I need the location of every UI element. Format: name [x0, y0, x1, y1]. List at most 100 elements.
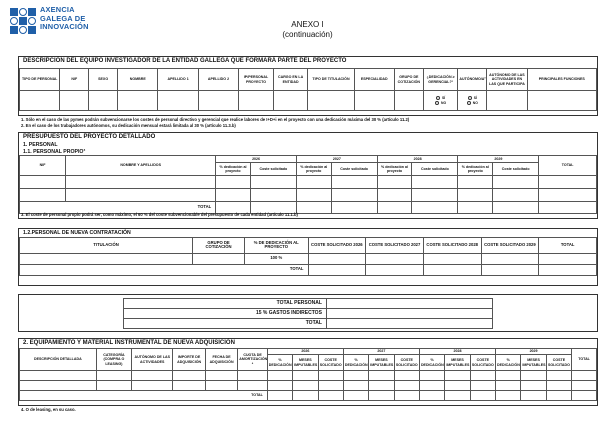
cell-input[interactable] [495, 390, 522, 401]
cell-input[interactable] [538, 263, 597, 276]
cell-input[interactable] [204, 380, 239, 391]
cell-input[interactable] [342, 370, 370, 381]
cell-input[interactable] [266, 380, 294, 391]
cell-input[interactable] [88, 90, 119, 111]
cell-input[interactable] [469, 380, 497, 391]
cell-input[interactable] [418, 370, 446, 381]
cell-input[interactable] [411, 175, 459, 189]
cell-input[interactable] [365, 252, 424, 265]
cell-input[interactable] [469, 390, 497, 401]
cell-input[interactable] [368, 380, 395, 391]
cell-input[interactable] [237, 370, 268, 381]
cell-input[interactable] [18, 90, 61, 111]
cell-input[interactable] [486, 90, 528, 111]
cell-input[interactable] [393, 370, 420, 381]
cell-input[interactable] [492, 188, 540, 202]
cell-input[interactable] [237, 380, 268, 391]
cell-input[interactable] [393, 90, 424, 111]
cell-input[interactable] [444, 390, 471, 401]
cell-input[interactable] [368, 390, 395, 401]
cell-input[interactable] [197, 90, 240, 111]
cell-input[interactable] [520, 380, 547, 391]
cell-input[interactable] [330, 175, 378, 189]
cell-input[interactable] [393, 380, 420, 391]
cell-input[interactable] [457, 175, 494, 189]
cell-input[interactable] [520, 390, 547, 401]
cell-input[interactable] [249, 201, 297, 214]
cell-input[interactable] [266, 390, 294, 401]
directive-no-radio[interactable] [435, 101, 440, 106]
cell-input[interactable] [266, 370, 294, 381]
cell-input[interactable] [18, 175, 67, 189]
cell-input[interactable] [538, 201, 597, 214]
cell-input[interactable] [317, 380, 344, 391]
cell-input[interactable] [538, 252, 597, 265]
cell-input[interactable] [157, 90, 199, 111]
cell-input[interactable] [192, 252, 246, 265]
cell-input[interactable] [249, 188, 297, 202]
cell-input[interactable] [204, 370, 239, 381]
cell-input[interactable] [444, 380, 471, 391]
cell-input[interactable] [307, 252, 367, 265]
cell-input[interactable] [317, 370, 344, 381]
cell-input[interactable] [526, 90, 598, 111]
cell-input[interactable] [272, 90, 309, 111]
cell-input[interactable] [131, 370, 174, 381]
cell-input[interactable] [292, 390, 319, 401]
cell-input[interactable] [65, 175, 217, 189]
cell-input[interactable] [469, 370, 497, 381]
cell-input[interactable] [353, 90, 395, 111]
directive-yes-radio[interactable] [435, 95, 440, 100]
cell-input[interactable] [342, 390, 370, 401]
cell-input[interactable] [480, 252, 540, 265]
cell-input[interactable] [172, 380, 206, 391]
cell-input[interactable] [65, 188, 217, 202]
cell-input[interactable] [418, 380, 446, 391]
cell-input[interactable] [19, 370, 97, 381]
cell-input[interactable] [545, 380, 573, 391]
cell-input[interactable] [444, 370, 471, 381]
cell-input[interactable] [295, 188, 332, 202]
cell-input[interactable] [480, 263, 540, 276]
grand-total-value[interactable] [325, 318, 493, 329]
cell-input[interactable] [492, 175, 540, 189]
cell-input[interactable] [342, 380, 370, 391]
cell-input[interactable] [330, 201, 378, 214]
cell-input[interactable] [365, 263, 424, 276]
cell-input[interactable] [95, 380, 133, 391]
cell-input[interactable] [307, 263, 367, 276]
total-personnel-value[interactable] [325, 298, 493, 309]
cell-input[interactable] [545, 370, 573, 381]
cell-input[interactable] [495, 370, 522, 381]
cell-input[interactable] [545, 390, 573, 401]
cell-input[interactable] [292, 370, 319, 381]
cell-input[interactable] [571, 370, 597, 381]
indirect-costs-value[interactable] [325, 308, 493, 319]
cell-input[interactable] [19, 380, 97, 391]
cell-input[interactable] [368, 370, 395, 381]
cell-input[interactable] [307, 90, 355, 111]
cell-input[interactable] [131, 380, 174, 391]
cell-input[interactable] [117, 90, 159, 111]
cell-input[interactable] [215, 188, 251, 202]
cell-input[interactable] [59, 90, 90, 111]
cell-input[interactable] [492, 201, 540, 214]
cell-input[interactable] [172, 370, 206, 381]
cell-input[interactable] [571, 390, 597, 401]
cell-input[interactable] [393, 390, 420, 401]
cell-input[interactable] [411, 188, 459, 202]
cell-input[interactable] [249, 175, 297, 189]
cell-input[interactable] [376, 175, 413, 189]
cell-input[interactable] [422, 252, 482, 265]
cell-input[interactable] [422, 263, 482, 276]
cell-input[interactable] [376, 188, 413, 202]
cell-input[interactable] [571, 380, 597, 391]
cell-input[interactable] [215, 175, 251, 189]
cell-input[interactable] [538, 188, 597, 202]
autonomous-no-radio[interactable] [466, 101, 471, 106]
cell-input[interactable] [18, 188, 67, 202]
cell-input[interactable] [95, 370, 133, 381]
cell-input[interactable] [317, 390, 344, 401]
cell-input[interactable] [538, 175, 597, 189]
cell-input[interactable] [292, 380, 319, 391]
